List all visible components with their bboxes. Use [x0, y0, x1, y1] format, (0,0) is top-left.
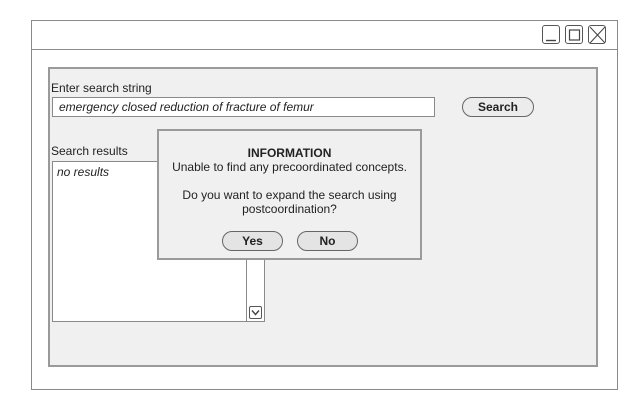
minimize-button[interactable] — [542, 25, 560, 44]
search-label: Enter search string — [51, 81, 152, 95]
search-button[interactable]: Search — [462, 97, 534, 117]
dialog-message: Unable to find any precoordinated concep… — [172, 160, 407, 174]
minimize-icon — [546, 39, 556, 42]
maximize-button[interactable] — [565, 25, 583, 44]
chevron-down-icon — [251, 310, 260, 316]
close-icon — [589, 26, 606, 44]
results-label: Search results — [51, 144, 128, 158]
title-bar — [32, 21, 617, 50]
information-dialog: INFORMATION Unable to find any precoordi… — [157, 129, 422, 260]
scroll-down-button[interactable] — [249, 306, 262, 319]
search-input[interactable]: emergency closed reduction of fracture o… — [52, 97, 435, 117]
yes-button[interactable]: Yes — [222, 231, 283, 251]
dialog-title: INFORMATION — [247, 146, 332, 160]
dialog-question: Do you want to expand the search using p… — [182, 188, 397, 216]
no-results-text: no results — [57, 165, 110, 179]
close-button[interactable] — [588, 25, 606, 44]
no-button[interactable]: No — [297, 231, 358, 251]
maximize-icon — [568, 29, 581, 41]
